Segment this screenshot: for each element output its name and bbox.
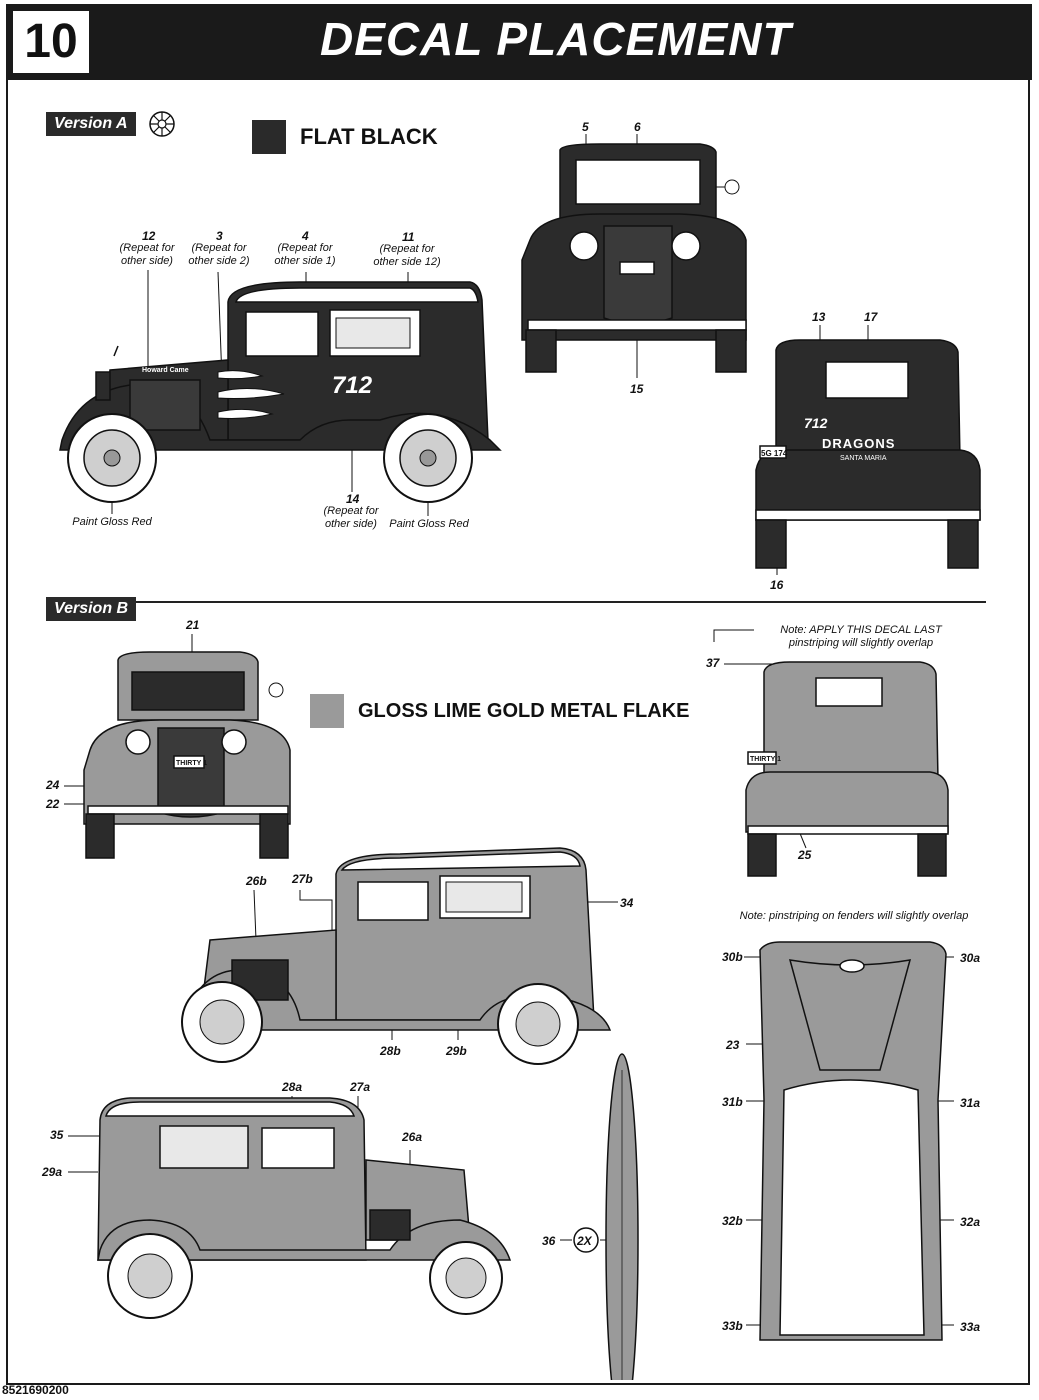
callout-26a: 26a	[402, 1130, 423, 1144]
version-a-rear-view	[755, 339, 981, 569]
callout-33b: 33b	[722, 1319, 743, 1333]
callout-4: 4	[302, 229, 309, 243]
callout-30b: 30b	[722, 950, 743, 964]
version-a-side-view	[59, 281, 502, 451]
version-a-drawings: 712 Howard Came 712 DRAGONS SANTA MARIA …	[59, 134, 981, 575]
plate-b-front: THIRTY 1	[176, 760, 207, 767]
wheel-symbol-icon	[149, 111, 175, 137]
callout-28a: 28a	[282, 1080, 303, 1094]
callout-36: 36	[542, 1234, 556, 1248]
callout-26b: 26b	[246, 874, 267, 888]
callout-12: 12	[142, 229, 156, 243]
note-fender-pinstripe: Note: pinstriping on fenders will slight…	[739, 910, 969, 922]
callout-23: 23	[726, 1038, 740, 1052]
paint-gloss-red-note-left: Paint Gloss Red	[72, 516, 152, 528]
callout-30a: 30a	[960, 951, 981, 965]
callout-32b: 32b	[722, 1214, 743, 1228]
callout-35: 35	[50, 1128, 64, 1142]
plate-a: 5G 174	[761, 449, 788, 458]
running-board-decal	[605, 1053, 639, 1380]
callout-33a: 33a	[960, 1320, 981, 1334]
callout-16: 16	[770, 578, 784, 592]
version-b-top-view	[759, 941, 947, 1341]
car-number-712: 712	[332, 372, 373, 399]
paint-gloss-red-note-right: Paint Gloss Red	[389, 518, 469, 530]
callout-29a: 29a	[42, 1165, 63, 1179]
callout-6: 6	[634, 120, 641, 134]
diagram-frame	[6, 80, 1030, 1385]
version-b-rear-view	[745, 661, 949, 877]
header-bar	[6, 4, 1032, 80]
plate-b-rear: THIRTY 1	[750, 756, 781, 763]
club-name: DRAGONS	[822, 436, 895, 451]
callout-5: 5	[582, 120, 589, 134]
step-number: 10	[10, 8, 92, 76]
flame-decal	[217, 370, 285, 419]
multiplier-2x: 2X	[576, 1234, 593, 1248]
callout-14: 14	[346, 492, 360, 506]
version-b-front-view	[83, 651, 291, 859]
callout-21: 21	[186, 618, 200, 632]
mirror-icon	[724, 179, 740, 195]
callout-29b: 29b	[446, 1044, 467, 1058]
callout-24: 24	[46, 778, 60, 792]
version-a-tag: Version A	[46, 112, 136, 136]
callout-15: 15	[630, 382, 644, 396]
part-number: 8521690200	[2, 1383, 69, 1397]
callout-27b: 27b	[292, 872, 313, 886]
window-sticker-decals-b	[445, 881, 523, 913]
version-a-front-view	[521, 143, 747, 373]
section-divider	[136, 601, 986, 603]
club-city: SANTA MARIA	[840, 455, 887, 462]
door-script: Howard Came	[142, 367, 189, 374]
callout-28b: 28b	[380, 1044, 401, 1058]
callout-37: 37	[706, 656, 720, 670]
callout-25: 25	[798, 848, 812, 862]
flat-black-swatch	[252, 120, 286, 154]
callout-11: 11	[402, 230, 415, 244]
lime-gold-label: GLOSS LIME GOLD METAL FLAKE	[358, 700, 690, 722]
lime-gold-swatch	[310, 694, 344, 728]
callout-3: 3	[216, 229, 223, 243]
callout-22: 22	[46, 797, 60, 811]
page-title: DECAL PLACEMENT	[320, 13, 792, 65]
version-b-side-view-left	[97, 1097, 512, 1261]
multiplier-2x-icon	[573, 1227, 599, 1253]
rear-number-712: 712	[804, 415, 828, 431]
callout-27a: 27a	[350, 1080, 371, 1094]
callout-32a: 32a	[960, 1215, 981, 1229]
callout-13: 13	[812, 310, 826, 324]
version-b-drawings: THIRTY 1 THIRTY 1	[64, 629, 954, 1380]
callout-31a: 31a	[960, 1096, 981, 1110]
version-b-tag: Version B	[46, 597, 137, 621]
callout-34: 34	[620, 896, 634, 910]
callout-17: 17	[864, 310, 878, 324]
window-sticker-decals	[335, 317, 411, 349]
callout-31b: 31b	[722, 1095, 743, 1109]
mirror-icon-b	[268, 682, 284, 698]
flat-black-label: FLAT BLACK	[300, 124, 438, 149]
